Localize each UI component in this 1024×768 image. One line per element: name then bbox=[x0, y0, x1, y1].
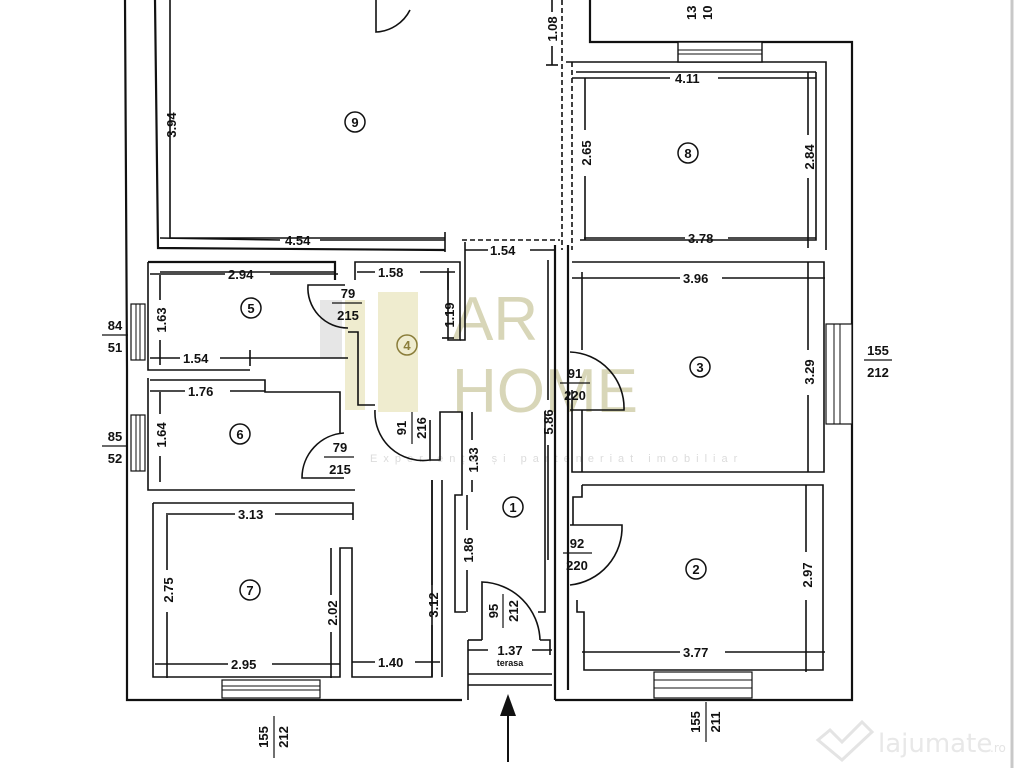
door-room5: 79 215 bbox=[307, 284, 362, 329]
dim-r2-right: 2.97 bbox=[800, 562, 815, 587]
door-room4: 91 216 bbox=[374, 409, 463, 462]
door-room9 bbox=[375, 0, 411, 33]
room-1: 1.33 1.86 1 bbox=[454, 412, 546, 613]
hall: 3.12 1.40 bbox=[352, 480, 443, 677]
watermark-tagline: Experiență și parteneriat imobiliar bbox=[370, 453, 743, 465]
dim-r7-left: 2.75 bbox=[161, 577, 176, 602]
dim-r1-upper: 1.33 bbox=[466, 447, 481, 472]
room-9: 4.54 3.94 9 bbox=[159, 0, 446, 252]
window-3-width: 155 bbox=[867, 343, 889, 358]
dim-r5-left: 1.63 bbox=[154, 307, 169, 332]
room-4: 1.58 1.19 4 bbox=[348, 261, 461, 406]
dim-r8-top: 4.11 bbox=[675, 71, 700, 86]
window-5-height: 51 bbox=[108, 340, 122, 355]
svg-text:215: 215 bbox=[329, 462, 351, 477]
watermark-brand-ar: AR bbox=[452, 285, 538, 354]
room-label-3: 3 bbox=[696, 360, 703, 375]
window-5-width: 84 bbox=[108, 318, 123, 333]
dim-r7-top: 3.13 bbox=[238, 507, 263, 522]
svg-text:215: 215 bbox=[337, 308, 359, 323]
terrace: 1.37 terasa bbox=[468, 643, 552, 686]
svg-text:.ro: .ro bbox=[990, 741, 1006, 755]
window-7-width: 155 bbox=[256, 726, 271, 748]
dim-r8-left: 2.65 bbox=[579, 140, 594, 165]
dim-hall-bottom: 1.40 bbox=[378, 655, 403, 670]
window-3-height: 212 bbox=[867, 365, 889, 380]
arhome-watermark: AR HOME Experiență și parteneriat imobil… bbox=[320, 285, 743, 465]
svg-text:91: 91 bbox=[394, 421, 409, 435]
svg-text:216: 216 bbox=[414, 417, 429, 439]
room-6: 1.76 1.64 6 85 52 bbox=[102, 378, 355, 491]
window-top: 13 10 bbox=[677, 6, 763, 63]
window-7-height: 212 bbox=[276, 726, 291, 748]
outer-walls bbox=[123, 0, 854, 702]
svg-text:1.08: 1.08 bbox=[545, 16, 560, 41]
room-label-8: 8 bbox=[684, 146, 691, 161]
lajumate-watermark: lajumate .ro bbox=[815, 719, 1006, 762]
dim-r6-left: 1.64 bbox=[154, 422, 169, 448]
arrow-up-icon bbox=[500, 694, 516, 762]
room-8: 4.11 2.65 2.84 3.78 8 bbox=[572, 71, 817, 248]
dim-hall-vertical: 5.86 bbox=[541, 409, 556, 434]
dim-r8-right: 2.84 bbox=[802, 144, 817, 170]
room-5: 2.94 1.63 1.54 5 84 51 bbox=[102, 262, 348, 371]
dim-r3-right: 3.29 bbox=[802, 359, 817, 384]
svg-text:220: 220 bbox=[564, 388, 586, 403]
room-label-1: 1 bbox=[509, 500, 516, 515]
room-2: 3.77 2.97 2 155 211 bbox=[572, 484, 825, 742]
door-room3: 91 220 bbox=[560, 351, 625, 411]
room-7: 3.13 2.75 2.02 2.95 7 155 212 bbox=[152, 480, 433, 758]
svg-text:79: 79 bbox=[341, 286, 355, 301]
svg-text:79: 79 bbox=[333, 440, 347, 455]
svg-text:13: 13 bbox=[684, 6, 699, 20]
terrace-label: terasa bbox=[497, 658, 525, 668]
dim-r1-left: 1.86 bbox=[461, 537, 476, 562]
room-label-7: 7 bbox=[246, 583, 253, 598]
room-label-5: 5 bbox=[247, 301, 254, 316]
door-entry: 95 212 bbox=[467, 581, 551, 700]
dim-r5-top: 2.94 bbox=[228, 267, 254, 282]
room-label-9: 9 bbox=[351, 115, 358, 130]
dim-r5-bottom: 1.54 bbox=[183, 351, 209, 366]
dim-r2-bottom: 3.77 bbox=[683, 645, 708, 660]
dim-r9-bottom: 4.54 bbox=[285, 233, 311, 248]
svg-text:212: 212 bbox=[506, 600, 521, 622]
lajumate-text: lajumate bbox=[878, 729, 992, 759]
door-room2: 92 220 bbox=[563, 524, 623, 586]
dim-r8-bottom: 3.78 bbox=[688, 231, 713, 246]
room-label-2: 2 bbox=[692, 562, 699, 577]
dim-corridor-top: 1.54 bbox=[490, 243, 516, 258]
dim-r7-bottom: 2.95 bbox=[231, 657, 256, 672]
svg-text:10: 10 bbox=[700, 6, 715, 20]
svg-text:91: 91 bbox=[568, 366, 582, 381]
dim-terrace-width: 1.37 bbox=[497, 643, 522, 658]
window-2-height: 211 bbox=[708, 712, 723, 733]
room-3: 3.96 3.29 3 155 212 bbox=[571, 261, 892, 473]
dim-r4-right: 1.19 bbox=[442, 302, 457, 327]
svg-text:92: 92 bbox=[570, 536, 584, 551]
window-6-width: 85 bbox=[108, 429, 122, 444]
window-6-height: 52 bbox=[108, 451, 122, 466]
dim-r3-top: 3.96 bbox=[683, 271, 708, 286]
dim-r9-left: 3.94 bbox=[164, 112, 179, 138]
svg-text:220: 220 bbox=[566, 558, 588, 573]
room-label-6: 6 bbox=[236, 427, 243, 442]
window-2-width: 155 bbox=[688, 711, 703, 733]
dim-r6-top: 1.76 bbox=[188, 384, 213, 399]
dim-hall-left: 3.12 bbox=[426, 592, 441, 617]
svg-text:95: 95 bbox=[486, 604, 501, 618]
room-label-4: 4 bbox=[403, 338, 411, 353]
door-room6: 79 215 bbox=[301, 432, 354, 479]
dim-r7-right: 2.02 bbox=[325, 600, 340, 625]
dim-r4-top: 1.58 bbox=[378, 265, 403, 280]
